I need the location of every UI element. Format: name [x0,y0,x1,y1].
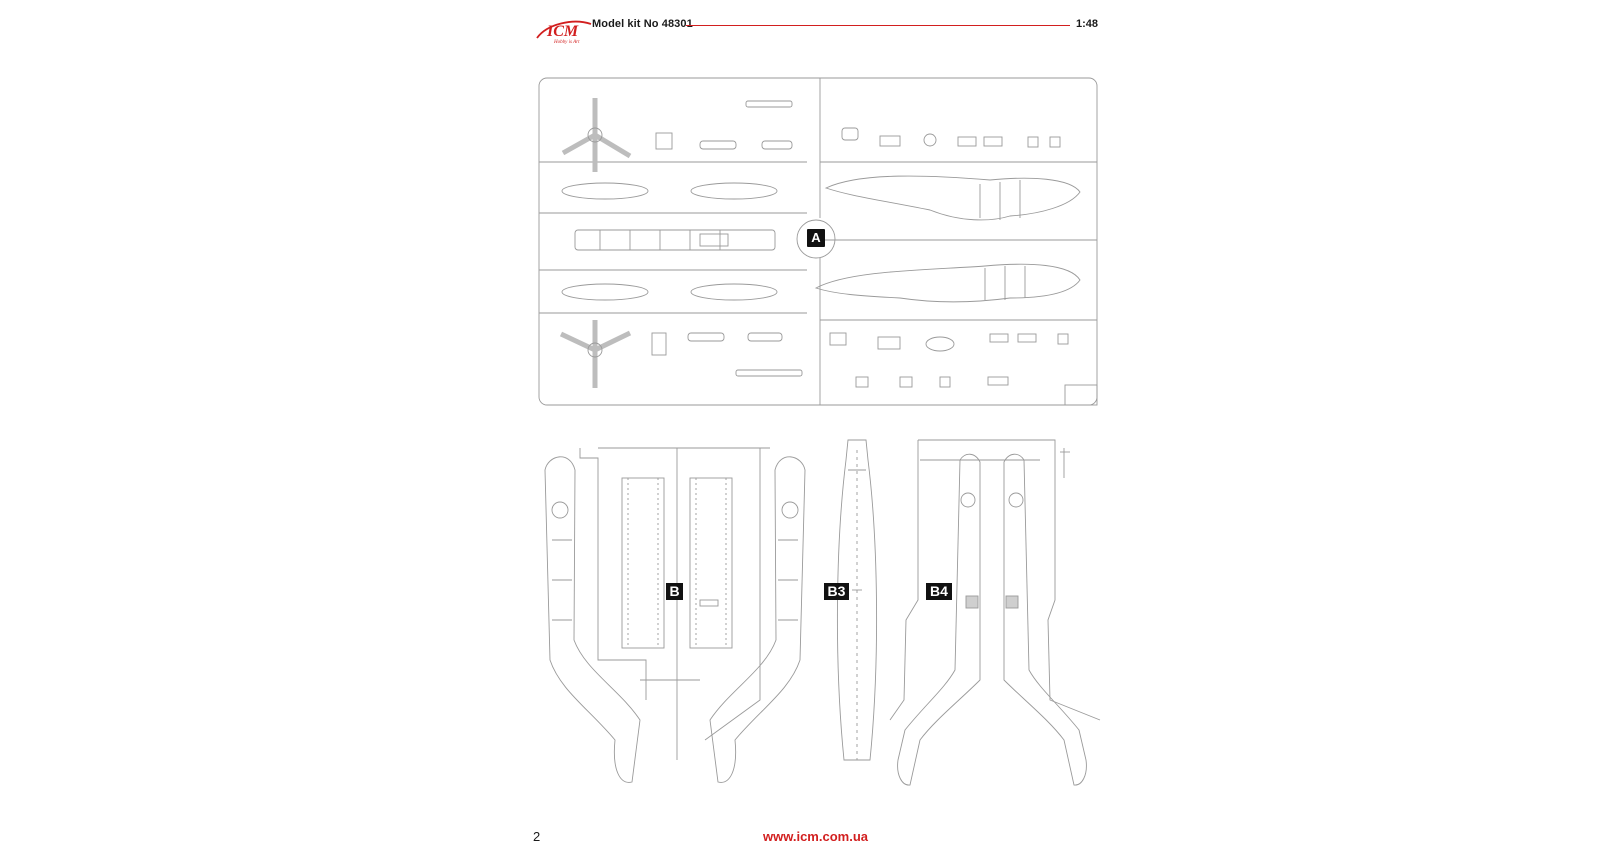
sprue-label-b3: B3 [824,583,849,600]
sprue-b3-part [836,439,878,761]
sprue-b-frame [579,447,770,760]
sprue-label-b: B [666,583,683,600]
sprue-a-frame [538,77,1098,406]
wing-half-left [544,456,641,783]
small-parts-a-right [829,127,1069,388]
header-rule [686,25,1070,26]
tail-boom-right [1003,453,1087,786]
small-parts-a-left [651,100,803,377]
interior-frame [574,229,776,251]
sprue-label-b4: B4 [926,583,952,600]
flat-panel-left [621,477,665,649]
svg-text:ICM: ICM [546,23,579,40]
flat-panel-right [689,477,733,649]
page-number: 2 [533,829,541,844]
drop-tank-1 [561,182,649,200]
icm-logo: ICM Hobby is Art [536,20,592,45]
tail-boom-left [897,453,981,786]
website-link[interactable]: www.icm.com.ua [763,829,868,844]
sprue-label-a: A [807,229,825,247]
kit-title: Model kit No 48301 [592,18,693,30]
drop-tank-3 [561,283,649,301]
kit-scale: 1:48 [1076,18,1099,30]
propeller-lower [559,320,632,388]
wing-half-right [709,456,806,783]
drop-tank-2 [690,182,778,200]
sprue-b4-frame [889,439,1101,721]
fuselage-half-lower [814,263,1081,303]
svg-text:Hobby is Art: Hobby is Art [553,40,580,45]
propeller-upper [561,98,632,172]
fuselage-half-upper [824,175,1081,221]
drop-tank-4 [690,283,778,301]
